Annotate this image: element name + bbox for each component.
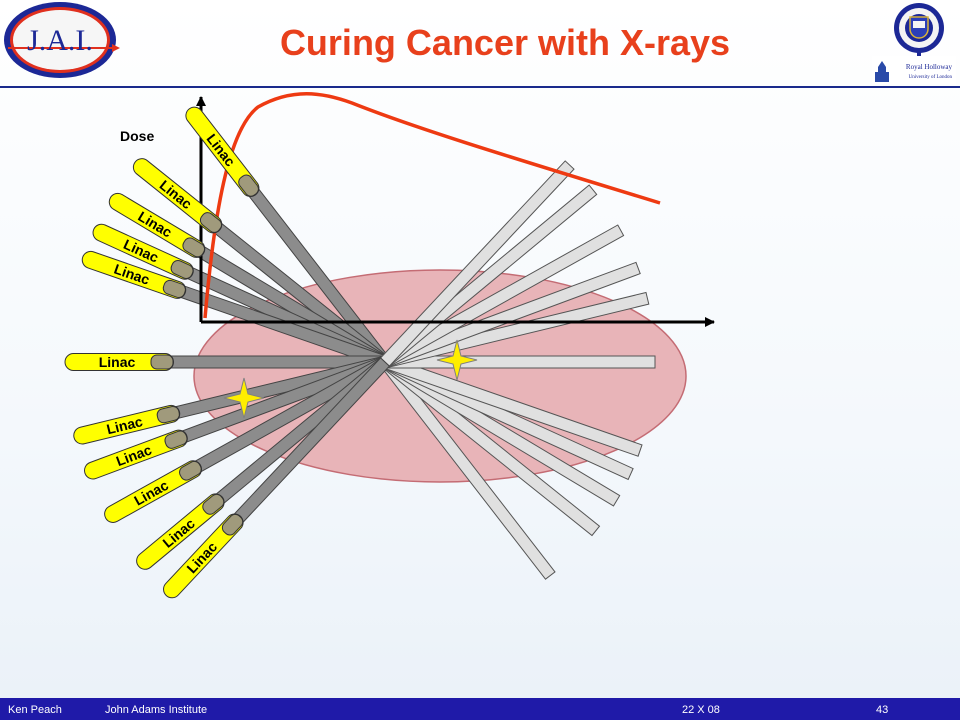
linac-nozzle [162, 279, 186, 299]
linac-nozzle [164, 430, 188, 449]
rhul-subtitle: University of London [909, 75, 953, 80]
linac-nozzle [202, 493, 225, 515]
rhul-name: Royal Holloway [906, 63, 953, 71]
linac-nozzle [238, 174, 259, 197]
footer-institute: John Adams Institute [105, 704, 208, 716]
linac-nozzle [179, 460, 202, 481]
title-divider [0, 86, 960, 88]
linac-nozzle [199, 212, 222, 233]
dose-axis-label: Dose [120, 128, 154, 144]
linac-label: Linac [135, 208, 175, 241]
linac-nozzle [156, 405, 180, 424]
linac-nozzle [170, 259, 194, 279]
footer-page-number: 43 [876, 704, 889, 716]
linac-label: Linac [121, 236, 161, 266]
footer-date: 22 X 08 [682, 704, 720, 716]
jai-logo: J.A.I. [4, 2, 120, 78]
jai-logo-text: J.A.I. [27, 24, 93, 57]
linac-body [163, 513, 244, 599]
oxford-crest-logo [894, 3, 944, 56]
footer-bar: Ken Peach John Adams Institute 22 X 08 4… [0, 698, 960, 720]
linac-label: Linac [131, 477, 171, 509]
linac-nozzle [182, 237, 206, 258]
beam-layer [164, 160, 656, 580]
dose-depth-curve [203, 92, 661, 319]
footer-author: Ken Peach [8, 704, 62, 716]
xray-beam-diagram: Dose LinacLinacLinacLinacLinacLinacLinac… [64, 92, 715, 599]
hotspot-star-right [436, 339, 478, 381]
linac-source-4: Linac [92, 223, 194, 280]
royal-holloway-logo: Royal Holloway University of London [872, 56, 956, 84]
linac-source-6: Linac [64, 353, 174, 371]
linac-label: Linac [114, 441, 154, 469]
linac-label: Linac [99, 354, 136, 370]
linac-nozzle [150, 354, 174, 370]
slide-title: Curing Cancer with X-rays [279, 22, 731, 63]
hotspot-star-left [223, 377, 265, 419]
linac-nozzle [221, 513, 244, 536]
linac-body [92, 223, 194, 280]
